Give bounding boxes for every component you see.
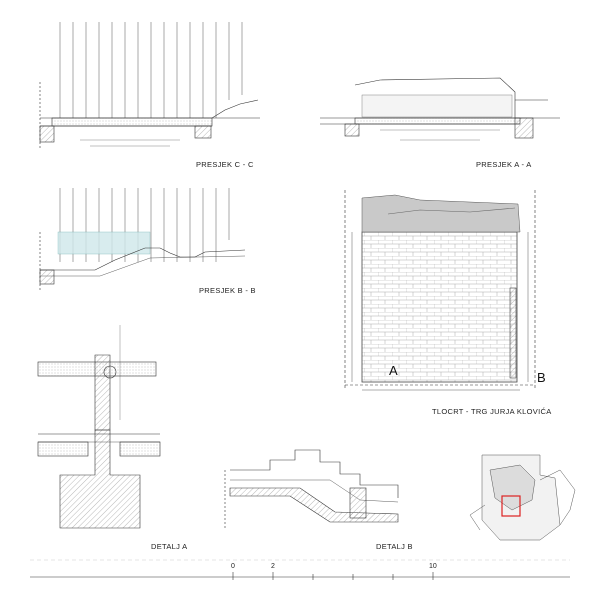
section-cc-drawing — [39, 22, 260, 150]
detail-b-title: DETALJ B — [376, 542, 413, 551]
scale-label-0: 0 — [231, 563, 235, 570]
section-bb-title: PRESJEK B - B — [199, 286, 256, 295]
scale-label-2: 2 — [271, 563, 275, 570]
section-marker-b: B — [537, 370, 546, 385]
scale-label-10: 10 — [429, 563, 437, 570]
section-marker-a: A — [389, 363, 398, 378]
scale-bar — [30, 572, 570, 580]
detail-a-drawing — [37, 325, 161, 529]
detail-a-title: DETALJ A — [151, 542, 188, 551]
plan-title: TLOCRT - TRG JURJA KLOVIĆA — [432, 407, 552, 416]
section-aa-title: PRESJEK A - A — [476, 160, 532, 169]
section-cc-title: PRESJEK C - C — [196, 160, 254, 169]
section-bb-drawing — [39, 188, 246, 290]
plan-drawing — [344, 190, 536, 391]
section-aa-drawing — [320, 77, 560, 141]
detail-b-drawing — [224, 449, 399, 530]
site-map — [469, 454, 576, 541]
